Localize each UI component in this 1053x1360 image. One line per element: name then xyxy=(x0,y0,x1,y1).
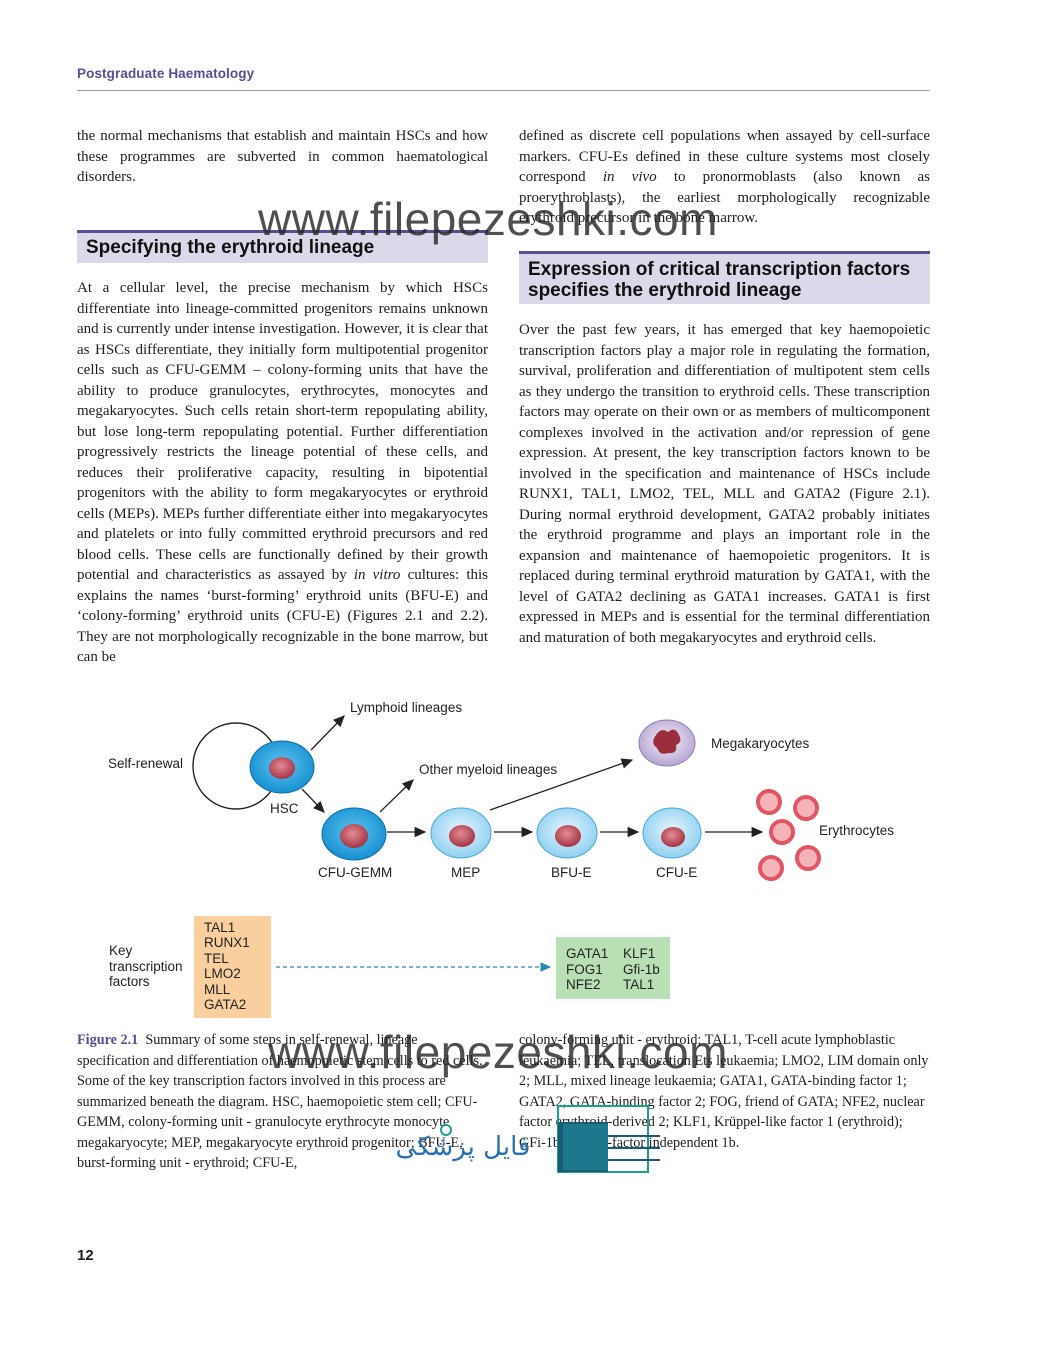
mep-cell xyxy=(430,807,492,859)
erythroid-factors-box xyxy=(556,937,670,999)
label-self-renewal: Self-renewal xyxy=(108,756,183,771)
figure-2-1-diagram: Self-renewal HSC Lymphoid lineages CFU-G… xyxy=(108,700,894,1018)
watermark-logo-graphic xyxy=(440,1105,660,1173)
figure-caption-right: colony-forming unit - erythroid; TAL1, T… xyxy=(519,1032,929,1151)
label-bfu-e: BFU-E xyxy=(551,865,592,880)
section-heading-transcription-factors: Expression of critical transcription fac… xyxy=(519,251,930,304)
label-hsc: HSC xyxy=(270,801,299,816)
label-mep: MEP xyxy=(451,865,480,880)
hsc-factors-list: TAL1 RUNX1 TEL LMO2 MLL GATA2 xyxy=(204,920,254,1012)
right-body-paragraph: Over the past few years, it has emerged … xyxy=(519,322,930,646)
hsc-cell xyxy=(249,740,315,794)
erythroid-factors-col1: GATA1 FOG1 NFE2 xyxy=(566,946,612,992)
cfu-gemm-cell xyxy=(321,807,387,861)
label-erythrocytes: Erythrocytes xyxy=(819,823,894,838)
watermark-url-top: www.filepezeshki.com xyxy=(258,193,718,245)
label-cfu-e: CFU-E xyxy=(656,865,697,880)
left-body-paragraph: At a cellular level, the precise mechani… xyxy=(77,280,489,665)
watermark-url-bottom: www.filepezeshki.com xyxy=(268,1026,728,1078)
running-head: Postgraduate Haematology xyxy=(77,66,255,81)
megakaryocyte-cell xyxy=(638,719,696,767)
watermark-logo: فایل پزشکی xyxy=(368,1104,668,1174)
figure-caption-left: Figure 2.1 Summary of some steps in self… xyxy=(77,1032,483,1171)
bfu-e-cell xyxy=(536,807,598,859)
header-rule xyxy=(77,90,930,91)
label-other-myeloid-lineages: Other myeloid lineages xyxy=(419,762,557,777)
label-megakaryocytes: Megakaryocytes xyxy=(711,736,810,751)
arrow-hsc-to-lymphoid xyxy=(310,715,345,751)
label-lymphoid-lineages: Lymphoid lineages xyxy=(350,700,462,715)
erythrocyte-cluster xyxy=(756,789,821,881)
erythroid-factors-col2: KLF1 Gfi-1b TAL1 xyxy=(623,946,664,992)
page-number: 12 xyxy=(77,1247,94,1264)
hsc-factors-box xyxy=(194,916,271,1018)
arrow-hsc-to-cfu-gemm xyxy=(301,788,325,813)
label-key-transcription-factors: Key transcription factors xyxy=(109,943,186,989)
cfu-e-cell xyxy=(642,807,702,859)
watermark-logo-text: فایل پزشکی xyxy=(395,1132,531,1162)
right-intro-paragraph: defined as discrete cell populations whe… xyxy=(519,128,930,226)
label-cfu-gemm: CFU-GEMM xyxy=(318,865,392,880)
arrow-mep-to-megakaryocytes xyxy=(489,758,634,811)
left-intro-paragraph: the normal mechanisms that establish and… xyxy=(77,128,488,185)
arrow-cfu-gemm-to-other-myeloid xyxy=(379,779,414,813)
section-heading-erythroid-lineage: Specifying the erythroid lineage xyxy=(77,230,488,263)
